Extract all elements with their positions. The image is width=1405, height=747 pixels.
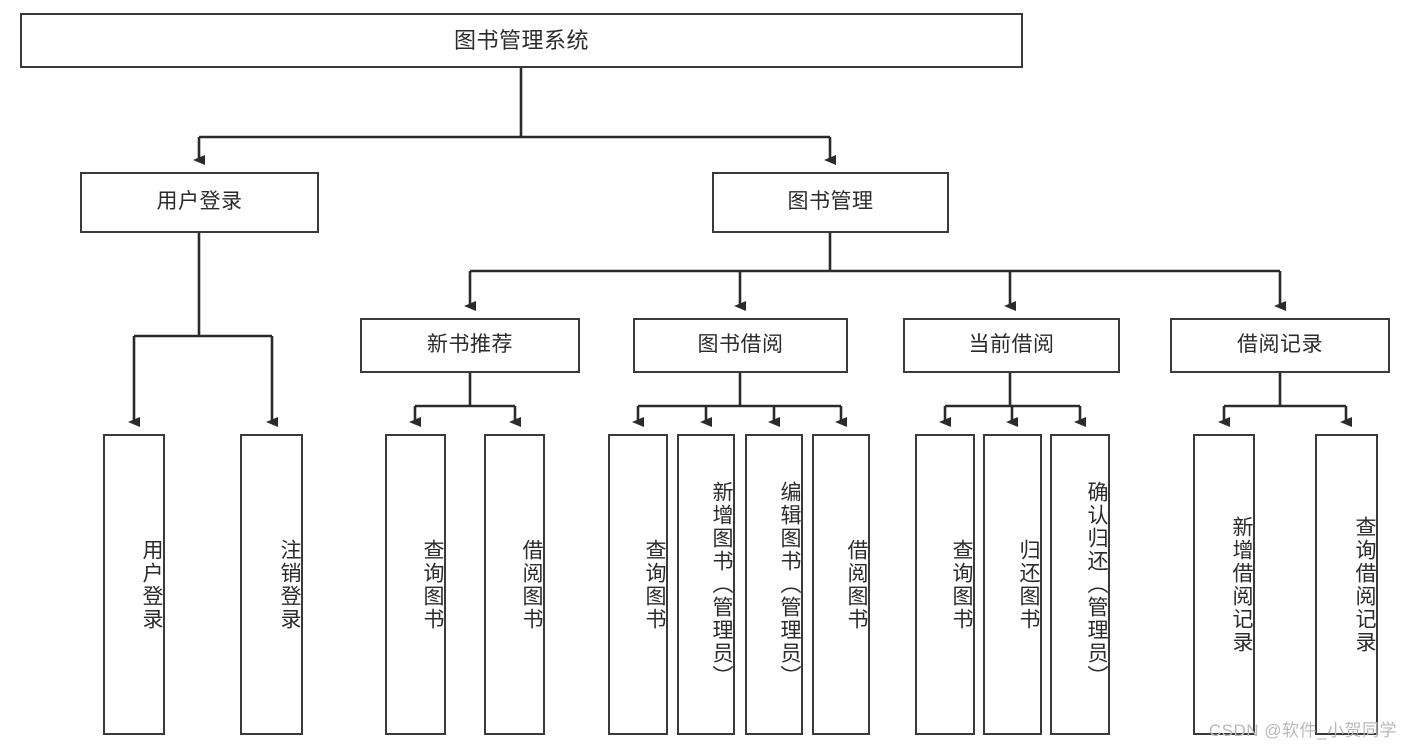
leaf-query-book-current[interactable]: 查询图书 xyxy=(915,434,975,735)
leaf-user-login[interactable]: 用户登录 xyxy=(103,434,165,735)
leaf-return-book[interactable]: 归还图书 xyxy=(983,434,1042,735)
leaf-query-book-new[interactable]: 查询图书 xyxy=(385,434,446,735)
leaf-confirm-return-admin[interactable]: 确认归还（管理员） xyxy=(1050,434,1110,735)
leaf-borrow-book[interactable]: 借阅图书 xyxy=(812,434,870,735)
leaf-add-book-admin[interactable]: 新增图书（管理员） xyxy=(677,434,735,735)
leaf-query-borrow-record[interactable]: 查询借阅记录 xyxy=(1315,434,1378,735)
node-book-management[interactable]: 图书管理 xyxy=(712,172,949,233)
node-root-system[interactable]: 图书管理系统 xyxy=(20,13,1023,68)
node-book-borrow[interactable]: 图书借阅 xyxy=(633,318,848,373)
leaf-borrow-book-new[interactable]: 借阅图书 xyxy=(484,434,545,735)
node-borrow-record[interactable]: 借阅记录 xyxy=(1170,318,1390,373)
leaf-logout[interactable]: 注销登录 xyxy=(240,434,303,735)
node-user-login[interactable]: 用户登录 xyxy=(80,172,319,233)
leaf-edit-book-admin[interactable]: 编辑图书（管理员） xyxy=(745,434,803,735)
leaf-add-borrow-record[interactable]: 新增借阅记录 xyxy=(1193,434,1255,735)
node-new-book-recommend[interactable]: 新书推荐 xyxy=(360,318,580,373)
node-current-borrow[interactable]: 当前借阅 xyxy=(903,318,1120,373)
watermark: CSDN @软件_小贺同学 xyxy=(1208,721,1397,740)
leaf-query-book-borrow[interactable]: 查询图书 xyxy=(608,434,668,735)
